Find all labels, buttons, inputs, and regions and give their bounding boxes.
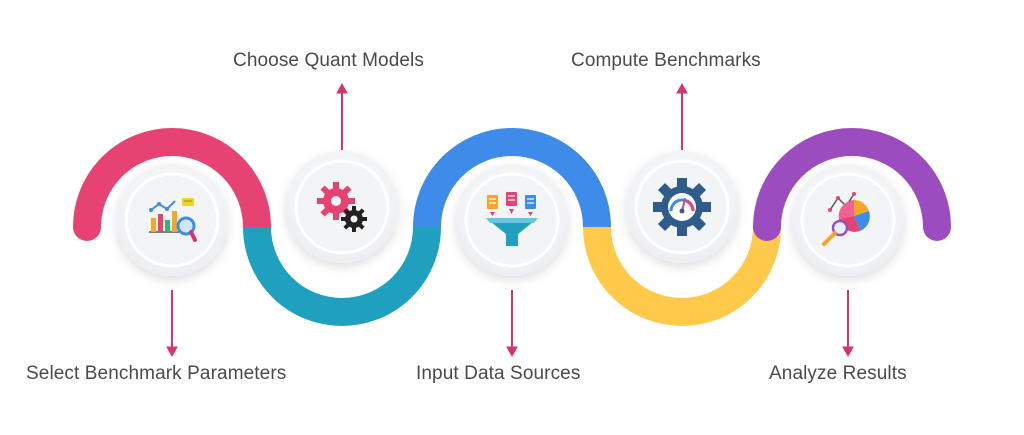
pie-chart-magnifier-icon	[822, 192, 870, 246]
chart-magnifier-icon	[149, 198, 197, 242]
step-label-analyze-results: Analyze Results	[769, 363, 907, 384]
step-label-input-data-sources: Input Data Sources	[416, 363, 581, 384]
step-label-select-benchmark-parameters: Select Benchmark Parameters	[26, 363, 287, 384]
connector-arrow-5	[842, 290, 854, 358]
arc-3	[413, 128, 611, 228]
arc-4	[583, 226, 781, 326]
gauge-gear-icon	[653, 178, 711, 236]
arc-1	[73, 128, 271, 241]
connector-arrow-3	[506, 290, 518, 358]
gears-icon	[317, 182, 367, 232]
step-label-choose-quant-models: Choose Quant Models	[233, 50, 424, 71]
connector-arrow-2	[336, 82, 348, 150]
connector-arrow-4	[676, 82, 688, 150]
step-label-compute-benchmarks: Compute Benchmarks	[571, 50, 761, 71]
connector-arrow-1	[166, 290, 178, 358]
data-funnel-icon	[486, 192, 538, 246]
arc-2	[243, 226, 441, 326]
arc-5	[753, 128, 951, 241]
